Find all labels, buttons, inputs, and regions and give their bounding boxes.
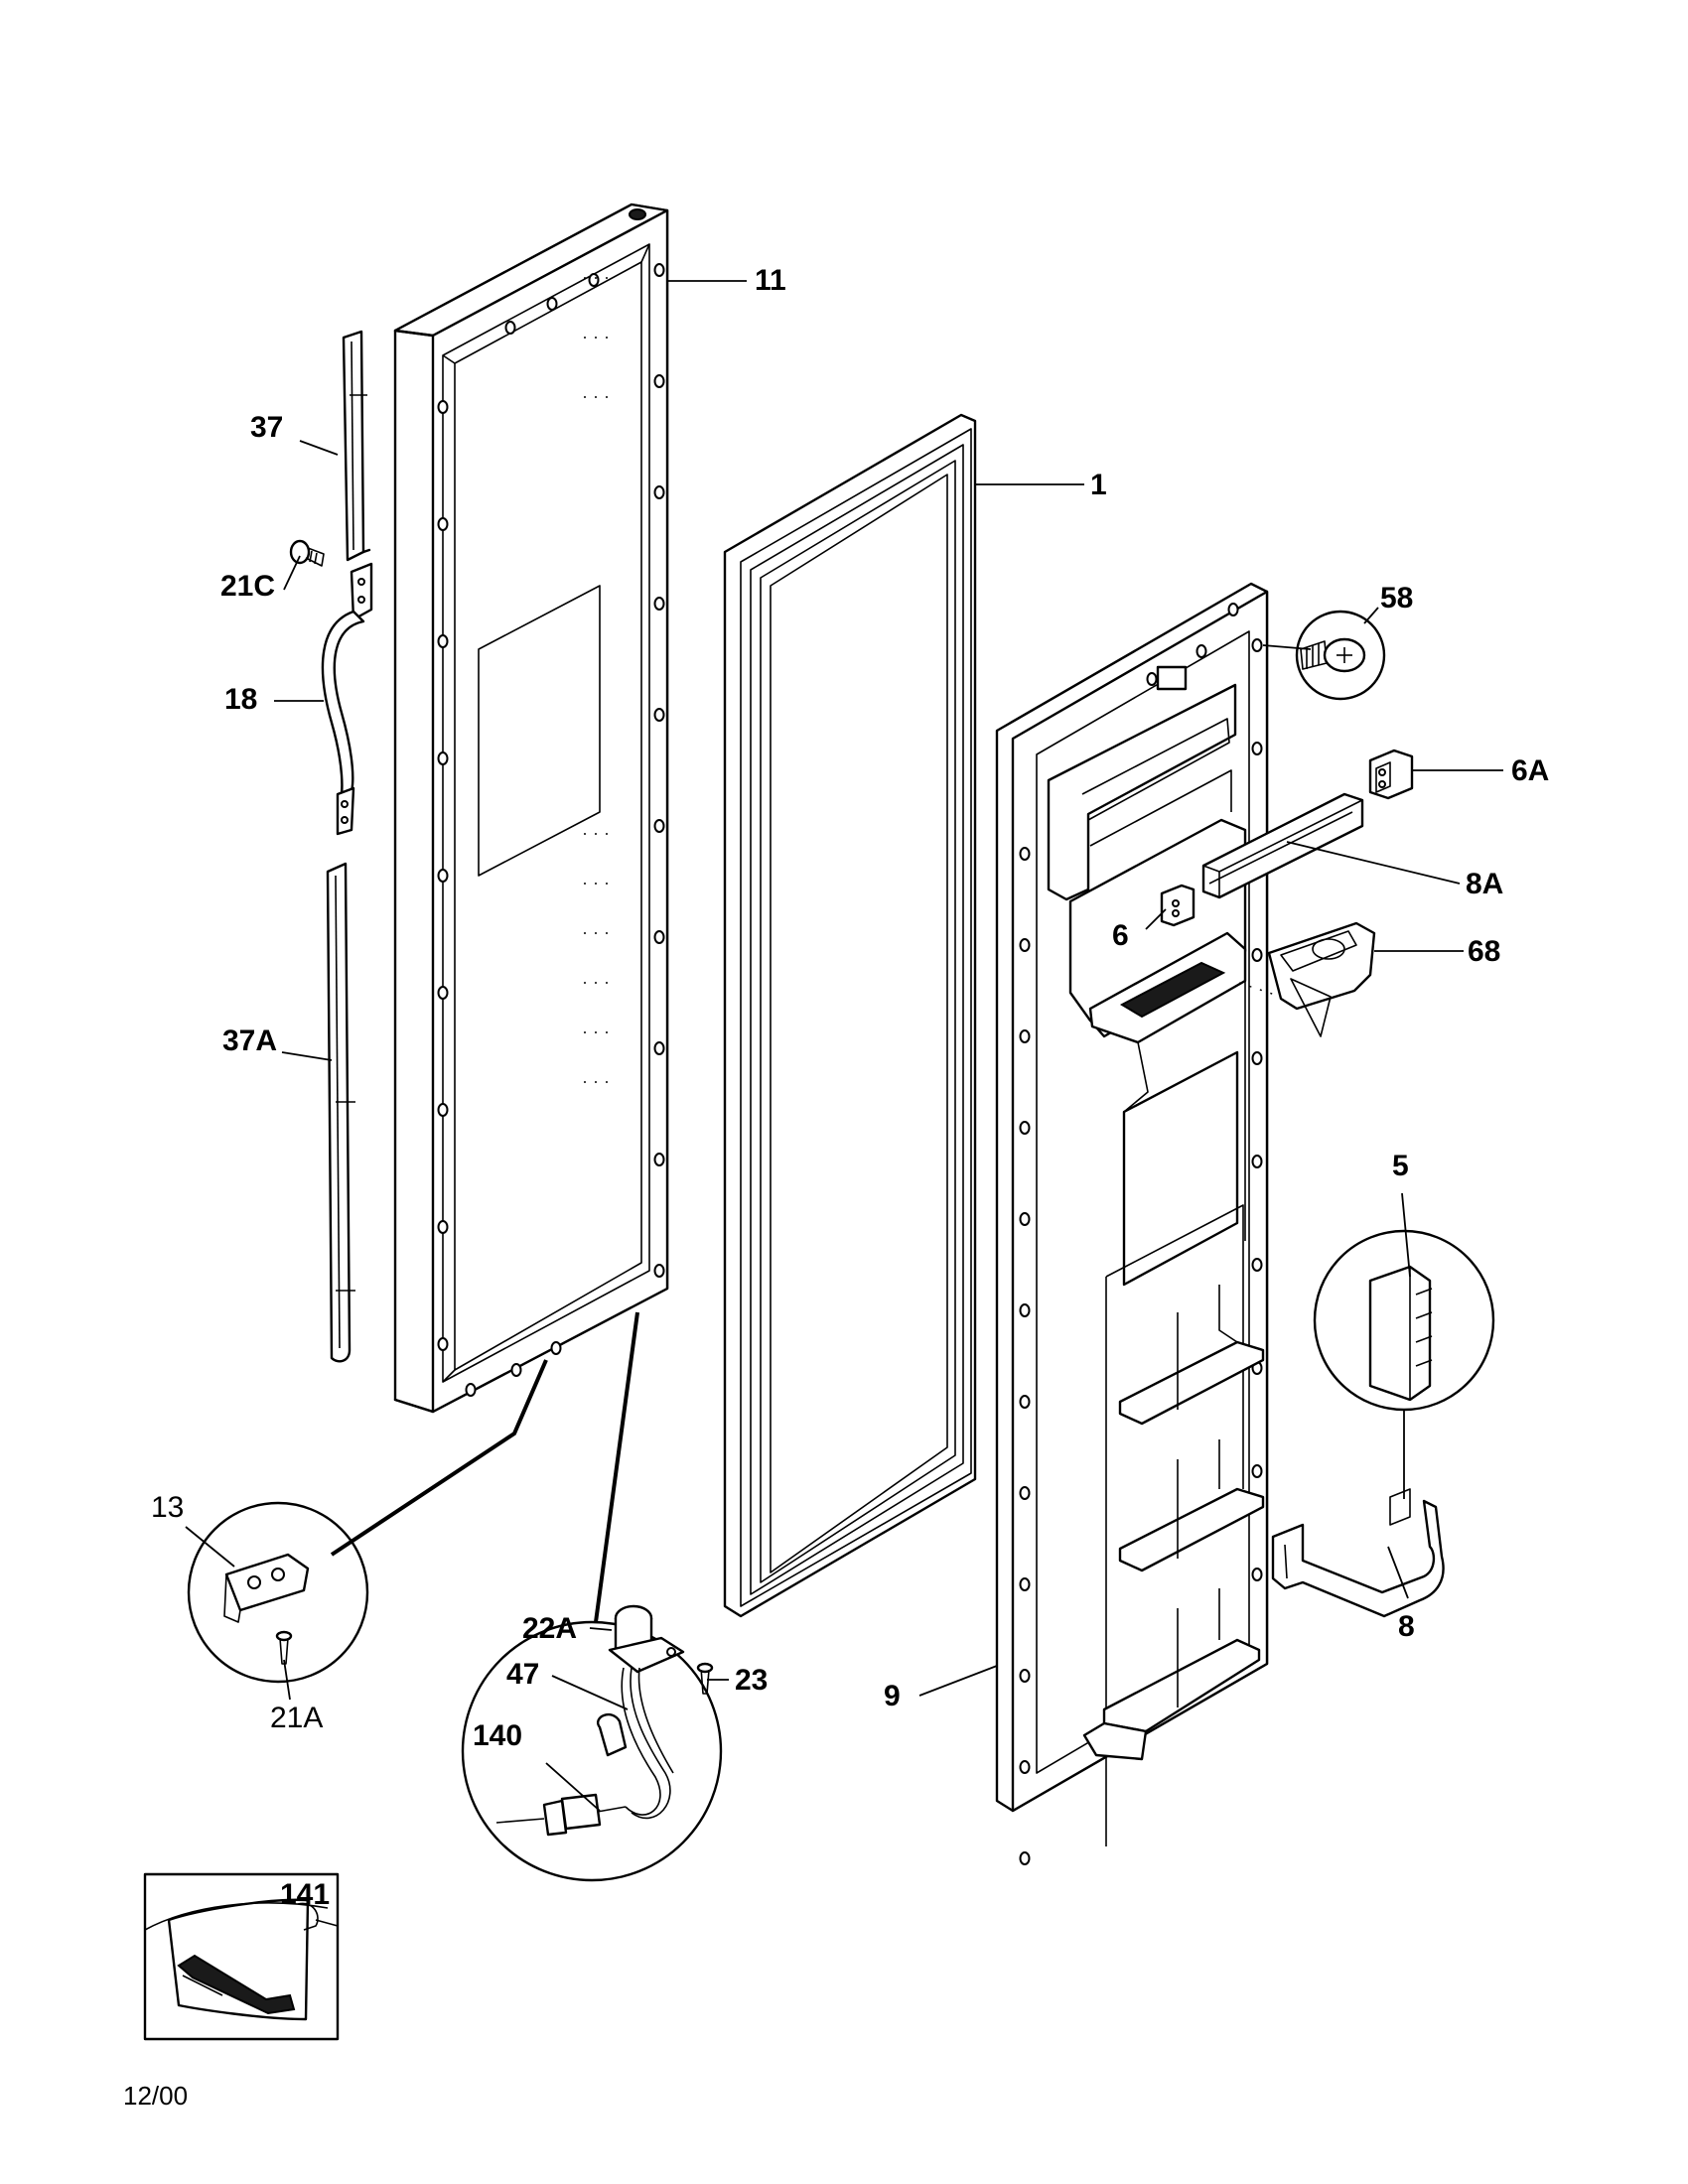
part-8-rail — [1271, 1488, 1445, 1618]
screw-hole — [653, 708, 665, 722]
callout-8a: 8A — [1466, 868, 1504, 900]
callout-58: 58 — [1380, 582, 1414, 614]
screw-hole — [1019, 1851, 1031, 1865]
screw-hole — [437, 1337, 449, 1351]
callout-6a: 6A — [1511, 754, 1550, 787]
screw-hole — [1251, 638, 1263, 652]
screw-hole — [1019, 1577, 1031, 1591]
screw-hole — [1019, 1212, 1031, 1226]
screw-hole — [1019, 1486, 1031, 1500]
screw-hole — [510, 1363, 522, 1377]
screw-hole — [1019, 1760, 1031, 1774]
screw-hole — [437, 634, 449, 648]
screw-hole — [1146, 672, 1158, 686]
screw-hole — [653, 819, 665, 833]
screw-hole — [1019, 1029, 1031, 1043]
callout-13: 13 — [151, 1491, 185, 1524]
part-58-screw-detail — [1295, 610, 1386, 701]
part-5-detail-circle — [1313, 1229, 1495, 1499]
callout-11: 11 — [755, 264, 786, 297]
screw-hole — [1019, 1121, 1031, 1135]
screw-hole — [1019, 847, 1031, 861]
callout-47: 47 — [506, 1658, 540, 1691]
screw-hole — [550, 1341, 562, 1355]
screw-hole — [437, 400, 449, 414]
screw-hole — [1019, 1395, 1031, 1409]
screw-hole — [653, 1041, 665, 1055]
screw-hole — [1251, 948, 1263, 962]
callout-6: 6 — [1112, 919, 1129, 952]
screw-hole — [1019, 1669, 1031, 1683]
revision-date: 12/00 — [123, 2081, 189, 2111]
screw-hole — [437, 986, 449, 1000]
part-6a-clip — [1368, 749, 1414, 800]
screw-hole — [1251, 1464, 1263, 1478]
screw-hole — [1251, 1051, 1263, 1065]
part-37-trim-strip — [342, 330, 371, 562]
callout-22a: 22A — [522, 1612, 578, 1645]
callout-18: 18 — [224, 683, 258, 716]
callout-37a: 37A — [222, 1024, 278, 1057]
screw-hole — [653, 1153, 665, 1166]
screw-hole — [653, 1264, 665, 1278]
screw-hole — [653, 930, 665, 944]
screw-hole — [437, 1103, 449, 1117]
part-13-detail-circle — [187, 1501, 369, 1684]
part-6-clip — [1160, 884, 1196, 927]
part-141-kit-box — [143, 1872, 340, 2041]
callout-9: 9 — [884, 1680, 901, 1712]
callout-140: 140 — [473, 1719, 523, 1752]
callout-1: 1 — [1090, 469, 1107, 501]
screw-hole — [1196, 644, 1207, 658]
screw-hole — [653, 263, 665, 277]
screw-hole — [653, 374, 665, 388]
screw-hole — [588, 273, 600, 287]
part-18-handle — [321, 562, 373, 836]
screw-hole — [653, 597, 665, 611]
screw-hole — [1251, 1568, 1263, 1581]
screw-hole — [1251, 1155, 1263, 1168]
callout-5: 5 — [1392, 1150, 1409, 1182]
switch-wire-detail-circle — [461, 1604, 723, 1882]
part-37a-trim-strip — [326, 862, 355, 1363]
part-11-door-shell — [393, 203, 669, 1414]
callout-8: 8 — [1398, 1610, 1415, 1643]
screw-hole — [1251, 742, 1263, 755]
callout-68: 68 — [1468, 935, 1501, 968]
screw-hole — [437, 751, 449, 765]
callout-141: 141 — [280, 1878, 331, 1911]
screw-hole — [1251, 1258, 1263, 1272]
screw-hole — [653, 485, 665, 499]
callout-21a: 21A — [270, 1702, 324, 1734]
screw-hole — [437, 517, 449, 531]
screw-hole — [546, 297, 558, 311]
screw-hole — [1019, 1303, 1031, 1317]
screw-hole — [1019, 938, 1031, 952]
screw-hole — [504, 321, 516, 335]
part-8a-channel — [1201, 792, 1364, 899]
callout-23: 23 — [735, 1664, 769, 1697]
screw-hole — [465, 1383, 477, 1397]
screw-hole — [437, 1220, 449, 1234]
part-9-door-liner — [995, 582, 1269, 1865]
part-68-cover — [1238, 921, 1376, 1037]
screw-hole — [437, 869, 449, 883]
callout-37: 37 — [250, 411, 284, 444]
part-21c-screw — [289, 539, 325, 567]
part-1-gasket — [723, 413, 977, 1618]
leader-lines — [185, 280, 1503, 1812]
screw-hole — [1227, 603, 1239, 616]
callout-21c: 21C — [220, 570, 276, 603]
